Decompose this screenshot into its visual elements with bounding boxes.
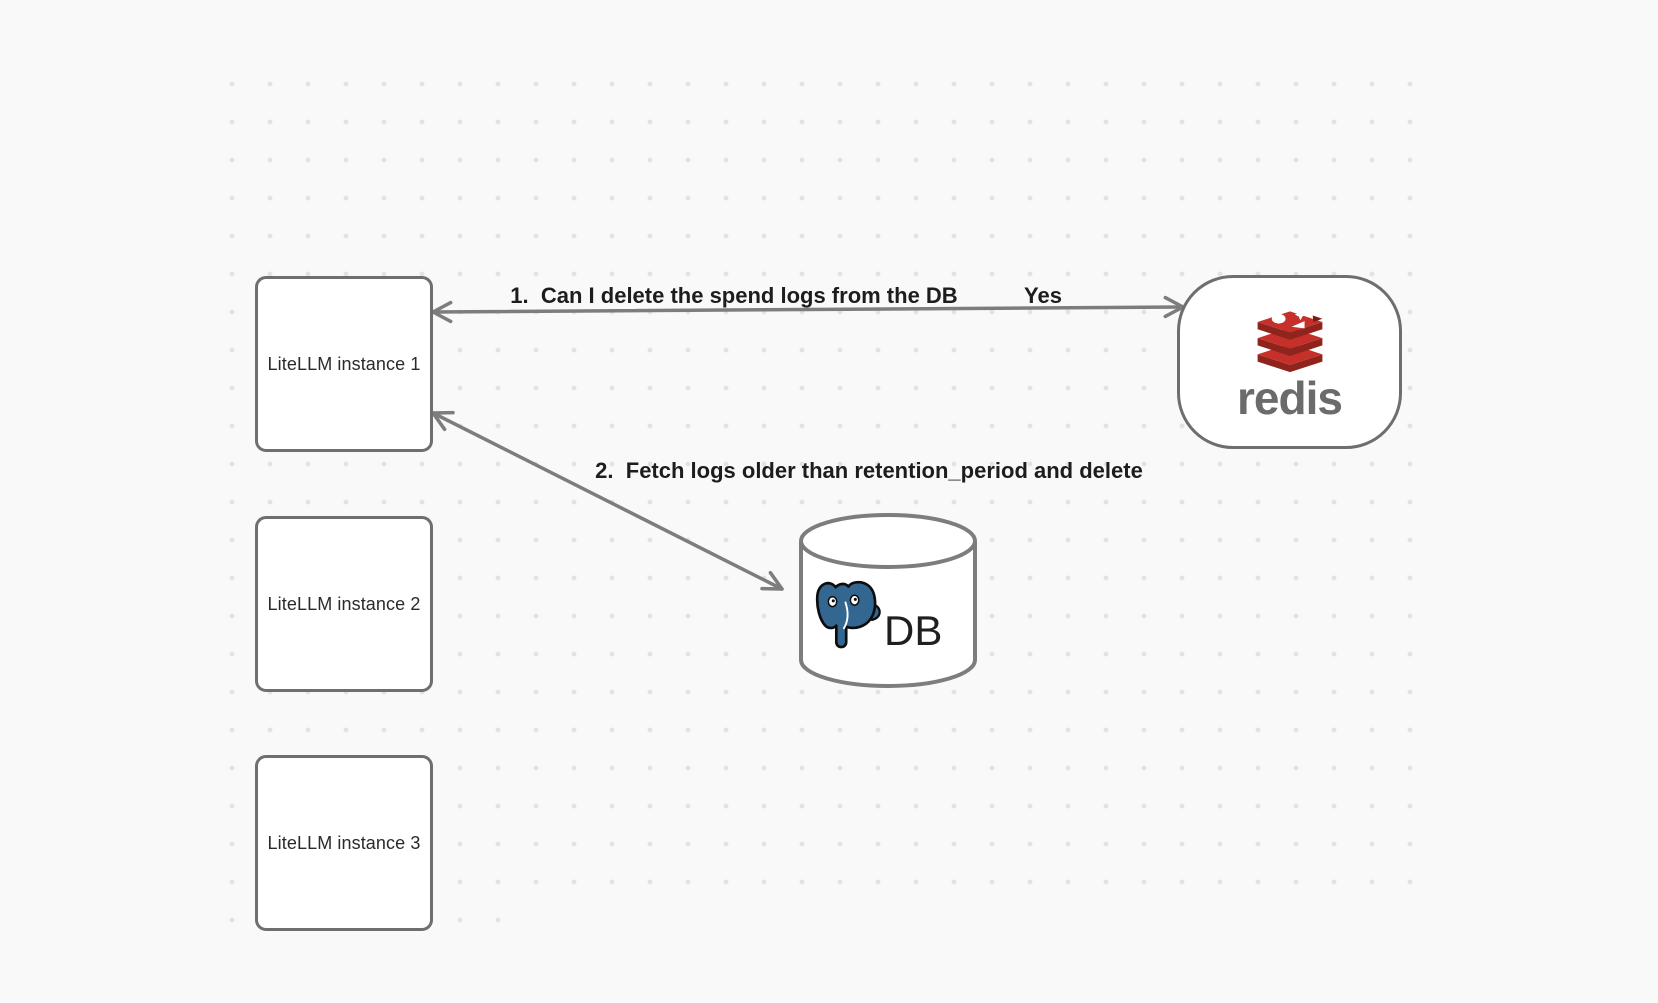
node-redis: redis bbox=[1177, 275, 1402, 449]
node-litellm-instance-3-label: LiteLLM instance 3 bbox=[267, 832, 421, 853]
db-cylinder-shape bbox=[799, 513, 977, 688]
redis-wordmark: redis bbox=[1237, 372, 1343, 424]
redis-cubes-icon bbox=[1257, 309, 1322, 373]
node-litellm-instance-2: LiteLLM instance 2 bbox=[255, 516, 433, 692]
node-litellm-instance-3: LiteLLM instance 3 bbox=[255, 755, 433, 931]
edge-1-label: 1. Can I delete the spend logs from the … bbox=[510, 283, 958, 308]
node-litellm-instance-1-label: LiteLLM instance 1 bbox=[267, 353, 421, 374]
node-litellm-instance-1: LiteLLM instance 1 bbox=[255, 276, 433, 452]
arrow-fetch-logs bbox=[431, 410, 784, 591]
db-label: DB bbox=[884, 607, 943, 654]
postgresql-elephant-icon bbox=[815, 580, 881, 649]
edge-2-label: 2. Fetch logs older than retention_perio… bbox=[595, 458, 1143, 483]
node-litellm-instance-2-label: LiteLLM instance 2 bbox=[267, 593, 421, 614]
edge-1-response-label: Yes bbox=[1024, 283, 1062, 308]
